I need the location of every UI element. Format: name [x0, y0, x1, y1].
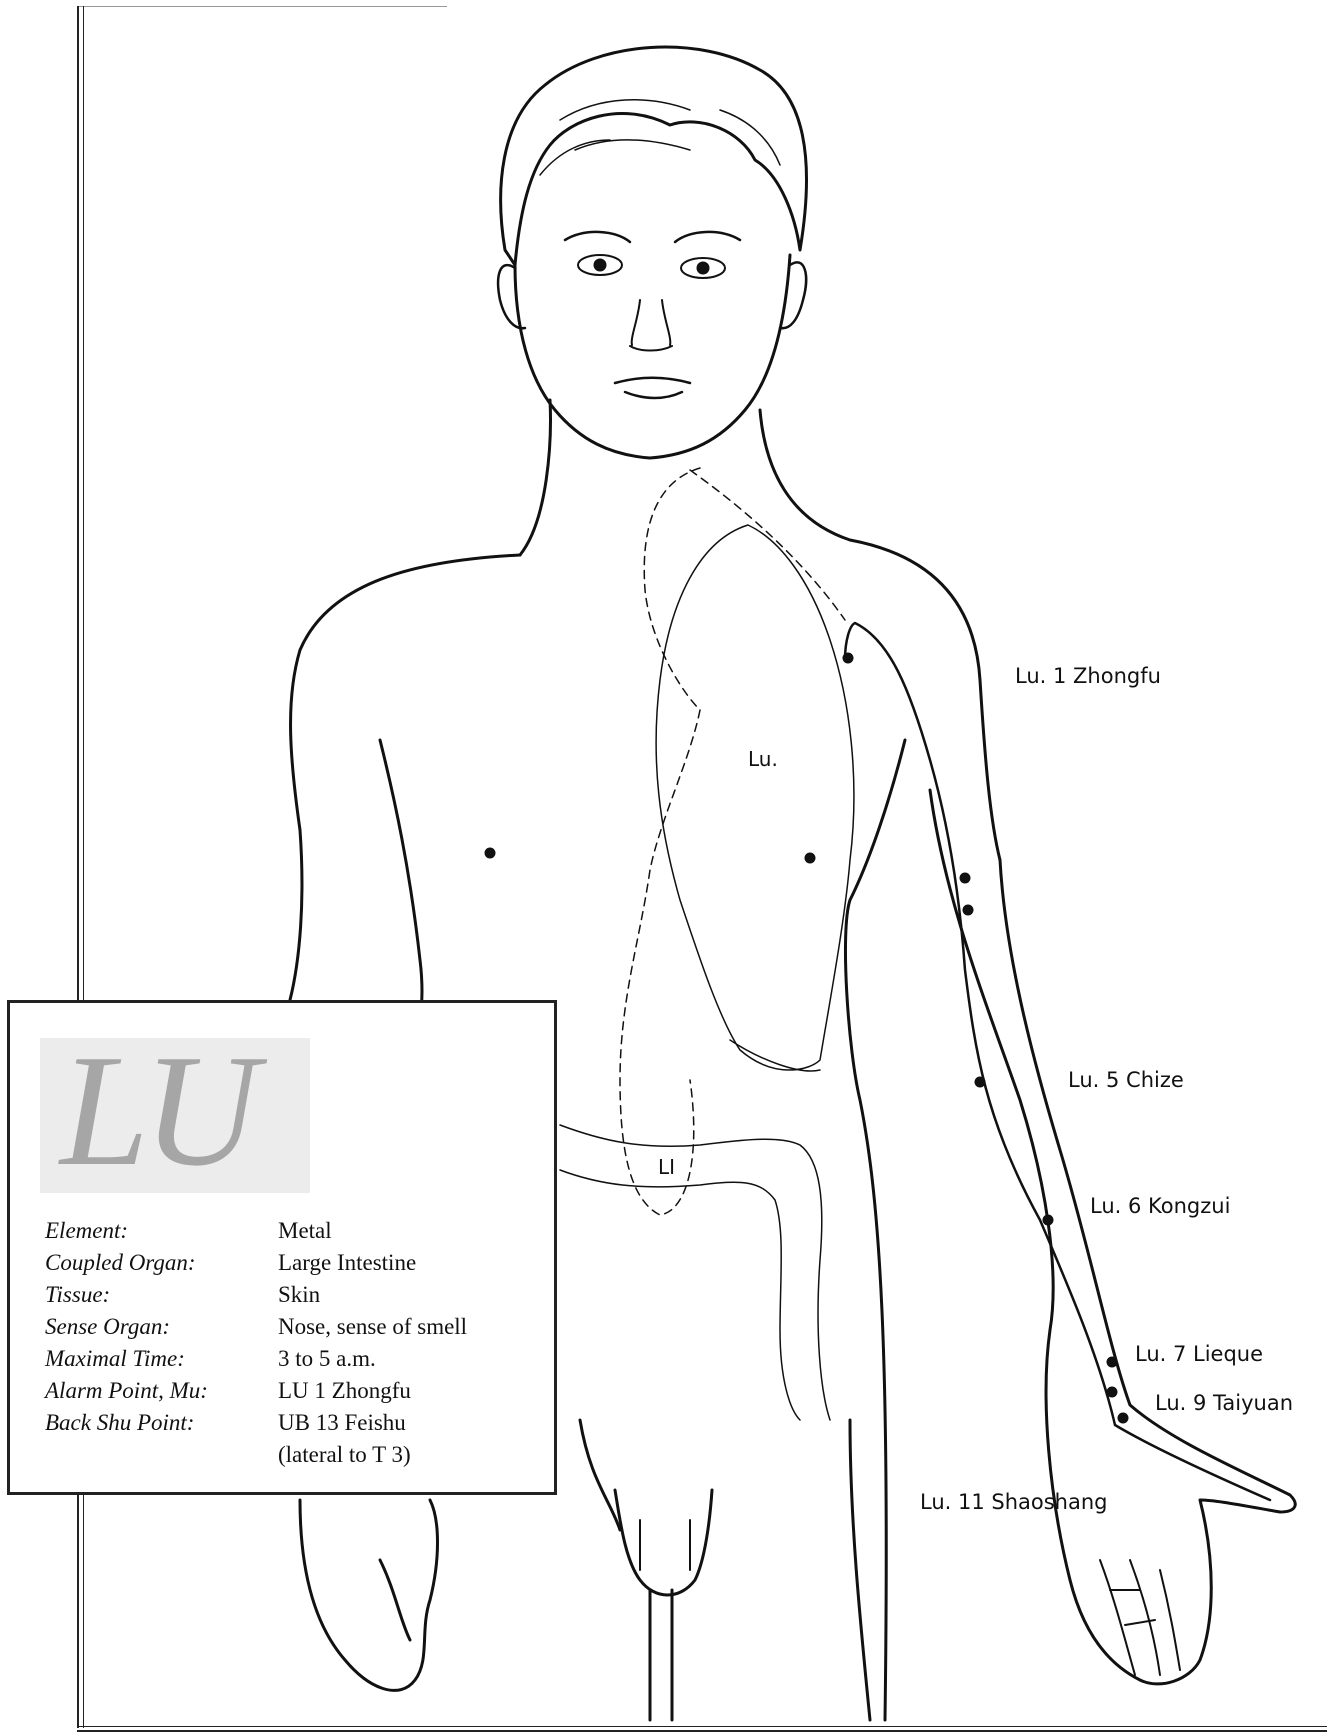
info-row-sense-organ: Sense Organ: Nose, sense of smell: [45, 1314, 545, 1346]
torso-right: [845, 740, 905, 1720]
point-lu9-dot: [1107, 1387, 1117, 1397]
point-lu10-dot: [1118, 1413, 1128, 1423]
point-lu4-dot: [963, 905, 973, 915]
info-row-maximal-time: Maximal Time: 3 to 5 a.m.: [45, 1346, 545, 1378]
left-arm-outer: [290, 830, 302, 1000]
large-intestine: [560, 1125, 830, 1420]
hair-outline: [501, 47, 807, 265]
point-label-lu7: Lu. 7 Lieque: [1135, 1342, 1263, 1366]
intestine-label: LI: [658, 1155, 675, 1179]
info-key: Sense Organ:: [45, 1314, 170, 1340]
info-row-alarm-point: Alarm Point, Mu: LU 1 Zhongfu: [45, 1378, 545, 1410]
lung-label: Lu.: [748, 747, 778, 771]
info-value: Metal: [278, 1218, 332, 1244]
lung-info-box: LU Element: Metal Coupled Organ: Large I…: [7, 1000, 557, 1495]
info-row-back-shu-point: Back Shu Point: UB 13 Feishu: [45, 1410, 545, 1442]
right-nipple: [805, 853, 815, 863]
left-shoulder-arm: [291, 555, 520, 830]
info-key: Back Shu Point:: [45, 1410, 194, 1436]
right-arm-outer: [1000, 860, 1295, 1684]
face-outline: [515, 255, 790, 458]
info-key: Element:: [45, 1218, 128, 1244]
info-key: Maximal Time:: [45, 1346, 185, 1372]
point-label-lu9: Lu. 9 Taiyuan: [1155, 1391, 1293, 1415]
point-label-lu1: Lu. 1 Zhongfu: [1015, 664, 1161, 688]
point-lu1-dot: [843, 653, 853, 663]
info-value: UB 13 Feishu: [278, 1410, 406, 1436]
hip-left: [580, 1420, 620, 1530]
hip-right: [850, 1420, 870, 1720]
right-eyebrow: [675, 232, 740, 242]
info-row-tissue: Tissue: Skin: [45, 1282, 545, 1314]
channel-dashed-to-lu1: [690, 470, 845, 620]
lung-meridian-line: [845, 623, 1270, 1500]
left-hand: [300, 1500, 438, 1690]
info-key: Alarm Point, Mu:: [45, 1378, 208, 1404]
hair-strands: [540, 100, 780, 175]
info-value: (lateral to T 3): [278, 1442, 411, 1468]
right-arm-inner: [930, 790, 1070, 1580]
right-pupil: [697, 262, 709, 274]
lung-outline: [656, 525, 854, 1070]
point-lu5-dot: [975, 1077, 985, 1087]
info-key: Coupled Organ:: [45, 1250, 196, 1276]
point-label-lu11: Lu. 11 Shaoshang: [920, 1490, 1108, 1514]
info-row-element: Element: Metal: [45, 1218, 545, 1250]
left-nipple: [485, 848, 495, 858]
left-ear: [498, 265, 525, 328]
point-lu7-dot: [1107, 1357, 1117, 1367]
info-value: Nose, sense of smell: [278, 1314, 467, 1340]
info-row-coupled-organ: Coupled Organ: Large Intestine: [45, 1250, 545, 1282]
info-title: LU: [60, 1025, 253, 1195]
genital-outline: [615, 1490, 712, 1595]
neck-left: [520, 400, 550, 555]
lung-lower-edge: [730, 1040, 820, 1071]
info-value: LU 1 Zhongfu: [278, 1378, 411, 1404]
point-label-lu5: Lu. 5 Chize: [1068, 1068, 1184, 1092]
info-value: Skin: [278, 1282, 320, 1308]
left-eyebrow: [565, 232, 630, 242]
legs-inner: [650, 1590, 672, 1720]
info-value: 3 to 5 a.m.: [278, 1346, 376, 1372]
info-value: Large Intestine: [278, 1250, 416, 1276]
info-row-back-shu-note: (lateral to T 3): [45, 1442, 545, 1474]
left-pupil: [594, 259, 606, 271]
left-thumb: [380, 1560, 410, 1640]
point-lu6-dot: [1043, 1215, 1053, 1225]
right-ear: [780, 262, 806, 328]
genital-inner: [640, 1520, 690, 1570]
point-lu3-dot: [960, 873, 970, 883]
right-shoulder-arm: [850, 540, 1000, 860]
point-label-lu6: Lu. 6 Kongzui: [1090, 1194, 1230, 1218]
info-key: Tissue:: [45, 1282, 110, 1308]
neck-right: [760, 410, 850, 540]
mouth: [615, 378, 690, 398]
nose: [630, 300, 672, 351]
right-fingers: [1100, 1560, 1180, 1675]
